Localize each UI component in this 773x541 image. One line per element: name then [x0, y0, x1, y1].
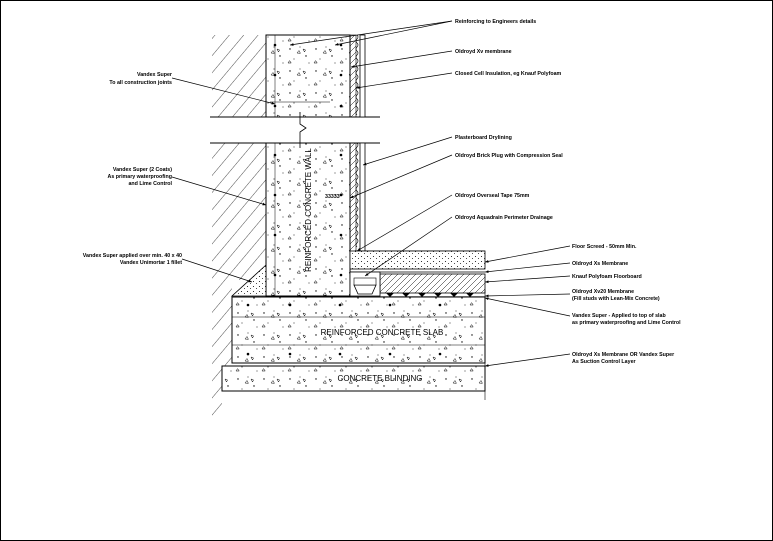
membrane-studs [386, 293, 474, 297]
callout-vandex-2coats-note1: As primary waterproofing [108, 174, 172, 180]
callout-vandex-joints-note: To all construction joints [109, 80, 172, 86]
callout-xv20-note: (Fill studs with Lean-Mix Concrete) [572, 296, 660, 302]
wall-label: REINFORCED CONCRETE WALL [304, 148, 313, 272]
callout-vandex-2coats: Vandex Super (2 Coats) [113, 167, 172, 173]
concrete-blinding [221, 290, 486, 400]
callout-vandex-joints: Vandex Super [137, 72, 172, 78]
concrete-wall [265, 34, 351, 297]
callout-reinforcing: Reinforcing to Engineers details [455, 19, 536, 25]
callout-xv20-membrane: Oldroyd Xv20 Membrane [572, 289, 634, 295]
callout-xs-membrane: Oldroyd Xs Membrane [572, 261, 628, 267]
callout-suction-layer: Oldroyd Xs Membrane OR Vandex Super [572, 352, 674, 358]
break-line [210, 112, 380, 148]
callout-vandex-fillet: Vandex Super applied over min. 40 x 40 [83, 253, 182, 259]
callouts-left: Vandex Super To all construction joints … [83, 72, 182, 266]
callout-brick-plug: Oldroyd Brick Plug with Compression Seal [455, 153, 563, 159]
leader-lines [171, 20, 571, 367]
callout-xv-membrane: Oldroyd Xv membrane [455, 49, 512, 55]
callout-floor-screed: Floor Screed - 50mm Min. [572, 244, 637, 250]
callout-overseal-tape: Oldroyd Overseal Tape 75mm [455, 193, 530, 199]
slab-label: REINFORCED CONCRETE SLAB [321, 328, 444, 337]
callout-vandex-fillet-note: Vandex Unimortar 1 fillet [120, 260, 182, 266]
brick-plug-tag: 33333 [325, 194, 340, 200]
callout-vandex-slab-note: as primary waterproofing and Lime Contro… [572, 320, 681, 326]
callout-vandex-slab: Vandex Super - Applied to top of slab [572, 313, 666, 319]
callout-drylining: Plasterboard Drylining [455, 135, 512, 141]
callout-floorboard: Knauf Polyfoam Floorboard [572, 274, 642, 280]
callout-vandex-2coats-note2: and Lime Control [128, 181, 172, 187]
callout-insulation: Closed Cell Insulation, eg Knauf Polyfoa… [455, 71, 562, 77]
earth-hatching [212, 35, 266, 418]
callout-suction-layer-note: As Suction Control Layer [572, 359, 636, 365]
callout-aquadrain: Oldroyd Aquadrain Perimeter Drainage [455, 215, 553, 221]
floor-build-up [349, 250, 486, 298]
callouts-right: Reinforcing to Engineers details Oldroyd… [455, 19, 681, 365]
concrete-slab [231, 296, 486, 364]
blinding-label: CONCRETE BLINDING [338, 374, 423, 383]
